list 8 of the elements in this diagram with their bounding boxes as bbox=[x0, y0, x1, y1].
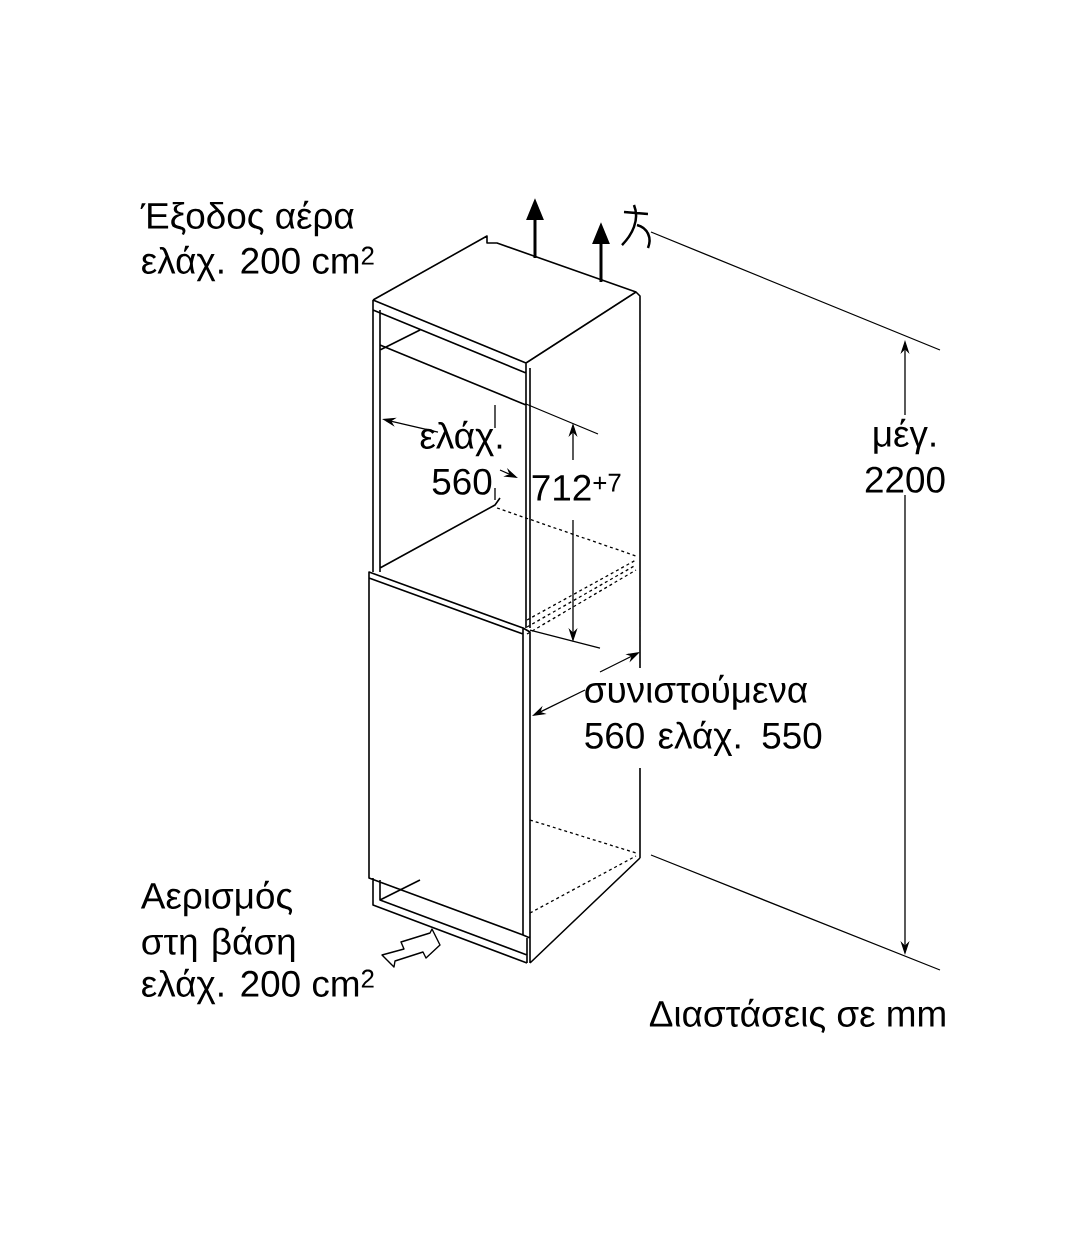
annotation-text: Έξοδος αέρα bbox=[140, 200, 354, 237]
caption-text: Διαστάσεις σε mm bbox=[649, 998, 945, 1033]
dimension-text: ελάχ. 560 bbox=[420, 420, 502, 495]
dimension-text: συνιστούμενα 560 ελάχ. 550 bbox=[585, 674, 822, 757]
dimension-text: 712$^{+7}$ bbox=[532, 473, 621, 501]
annotation-text: ελάχ. 200 cm$^{2}$ bbox=[142, 245, 374, 282]
annotation-text: ελάχ. 200 cm$^{2}$ bbox=[142, 968, 374, 1005]
dimension-text: μέγ. 2200 bbox=[865, 418, 945, 493]
